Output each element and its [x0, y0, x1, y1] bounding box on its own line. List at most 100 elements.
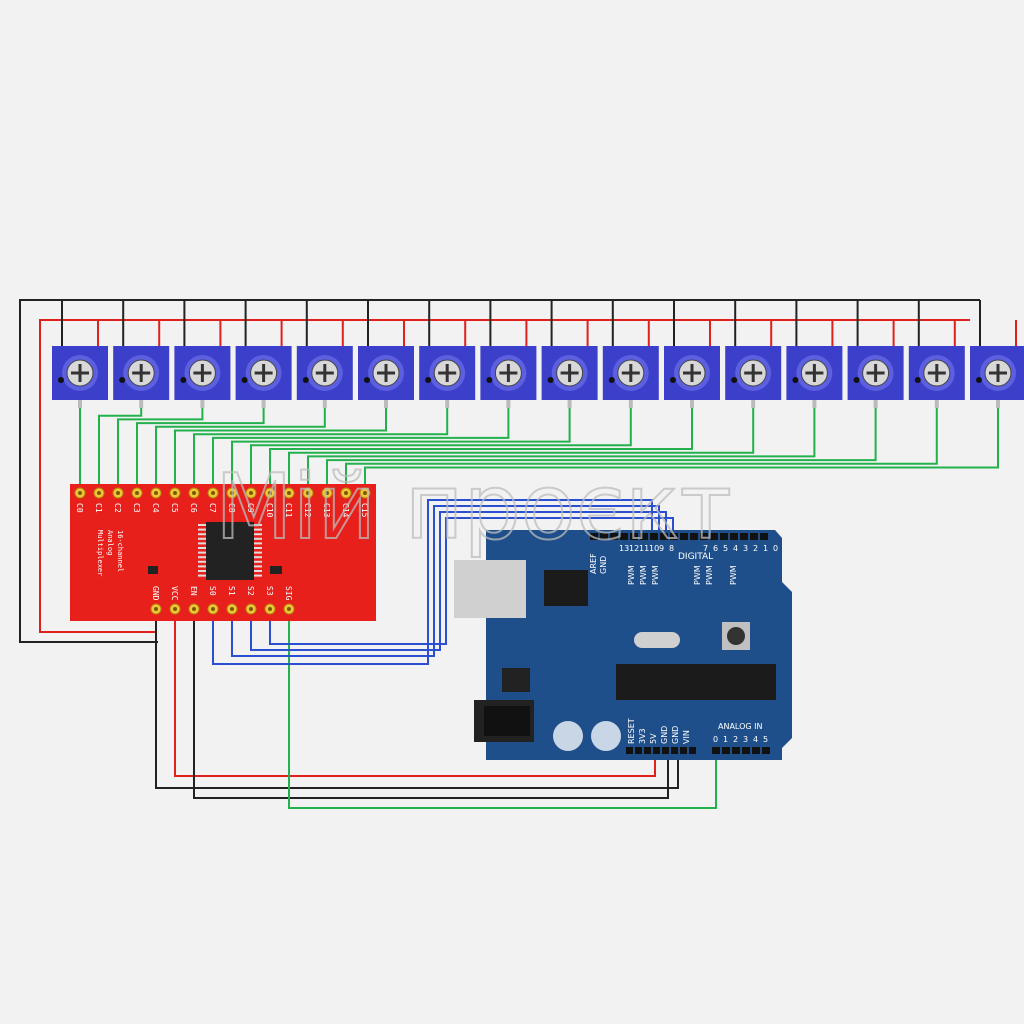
- header-socket: [722, 747, 730, 754]
- chip-leg: [254, 528, 262, 531]
- digital-pin-label: 0: [773, 544, 778, 553]
- pin-hole: [211, 607, 215, 611]
- wire-pot-signal: [136, 400, 265, 492]
- potentiometer-row: [52, 346, 1024, 408]
- chip-leg: [198, 551, 206, 554]
- mux-pin-label: C5: [170, 503, 179, 513]
- mux-pin-label: C15: [360, 503, 369, 518]
- pot-leg: [322, 400, 327, 408]
- chip-leg: [198, 565, 206, 568]
- analog-pin-label: 4: [753, 735, 758, 744]
- digital-pin-label: 11: [639, 544, 649, 553]
- header-socket: [590, 533, 598, 540]
- power-pin-label: VIN: [682, 730, 691, 744]
- potentiometer: [480, 346, 537, 408]
- pot-knob-slot: [744, 364, 763, 382]
- mux-pin-label: C8: [227, 503, 236, 513]
- mux-pin-label: C10: [265, 503, 274, 518]
- header-socket: [640, 533, 648, 540]
- pot-leg: [384, 400, 388, 408]
- pin-hole: [116, 491, 120, 495]
- mux-pin-label: C7: [208, 503, 217, 513]
- wire-mux-s3: [269, 517, 674, 645]
- pot-marker: [58, 377, 64, 383]
- pot-knob-slot: [683, 364, 701, 382]
- header-socket: [660, 533, 668, 540]
- header-socket: [653, 747, 660, 754]
- pot-leg: [445, 400, 450, 408]
- pin-hole: [325, 491, 329, 495]
- analog-in-label: ANALOG IN: [718, 722, 763, 731]
- mux-pin-label: C6: [189, 503, 198, 513]
- header-socket: [690, 533, 698, 540]
- pin-hole: [211, 491, 215, 495]
- pin-hole: [268, 491, 272, 495]
- wire-pot-signal: [345, 400, 938, 492]
- pot-knob-slot: [805, 364, 824, 382]
- header-socket: [650, 533, 658, 540]
- header-socket: [644, 747, 651, 754]
- chip-leg: [254, 537, 262, 540]
- header-socket: [662, 747, 669, 754]
- potentiometer: [970, 346, 1024, 408]
- digital-pin-label: 6: [713, 544, 718, 553]
- voltage-regulator: [502, 668, 530, 692]
- pin-hole: [97, 491, 101, 495]
- smd-component: [270, 566, 282, 574]
- pot-marker: [119, 377, 126, 383]
- mux-pin-label: C1: [94, 503, 103, 513]
- chip-leg: [198, 560, 206, 563]
- potentiometer: [52, 346, 108, 408]
- mux-pin-label: GND: [151, 586, 160, 601]
- pot-marker: [670, 377, 676, 383]
- pot-leg: [139, 400, 144, 408]
- mux-pin-label: SIG: [284, 586, 293, 601]
- digital-pin-label: 10: [649, 544, 659, 553]
- potentiometer: [602, 346, 659, 408]
- header-label: GND: [599, 556, 608, 574]
- power-pin-label: GND: [660, 726, 669, 744]
- pot-knob-slot: [254, 364, 273, 382]
- chip-leg: [198, 537, 206, 540]
- digital-pin-label: 9: [659, 544, 664, 553]
- digital-pin-label: 1: [763, 544, 768, 553]
- mux-pin-label: C2: [113, 503, 122, 513]
- wire-pot-signal: [269, 400, 693, 492]
- digital-label: DIGITAL: [678, 552, 713, 562]
- mux-pin-label: VCC: [170, 586, 179, 601]
- pwm-label: PWM: [729, 565, 738, 585]
- header-socket: [762, 747, 770, 754]
- potentiometer: [847, 346, 904, 408]
- pin-hole: [154, 607, 158, 611]
- pot-marker: [731, 377, 738, 383]
- pot-knob-slot: [560, 364, 579, 382]
- wire-pot-signal: [98, 400, 143, 492]
- pin-hole: [287, 607, 291, 611]
- mux-pin-label: C4: [151, 503, 160, 513]
- pwm-label: PWM: [693, 565, 702, 585]
- pot-marker: [608, 377, 615, 383]
- pot-leg: [78, 400, 82, 408]
- header-socket: [610, 533, 618, 540]
- chip-leg: [198, 542, 206, 545]
- pot-marker: [976, 377, 982, 383]
- mux-pin-label: S1: [227, 586, 236, 596]
- potentiometer: [113, 346, 170, 408]
- pot-knob-slot: [193, 364, 212, 382]
- potentiometer: [541, 346, 598, 408]
- pot-marker: [241, 377, 248, 383]
- header-socket: [689, 747, 696, 754]
- pot-marker: [853, 377, 860, 383]
- mux-pin-label: C13: [322, 503, 331, 518]
- mux-title-line-2: Analog: [106, 530, 114, 555]
- chip-leg: [198, 533, 206, 536]
- pot-knob-slot: [377, 364, 395, 382]
- digital-pin-label: 4: [733, 544, 738, 553]
- chip-leg: [254, 556, 262, 559]
- analog-pin-label: 0: [713, 735, 718, 744]
- pot-leg: [934, 400, 939, 408]
- pin-hole: [192, 491, 196, 495]
